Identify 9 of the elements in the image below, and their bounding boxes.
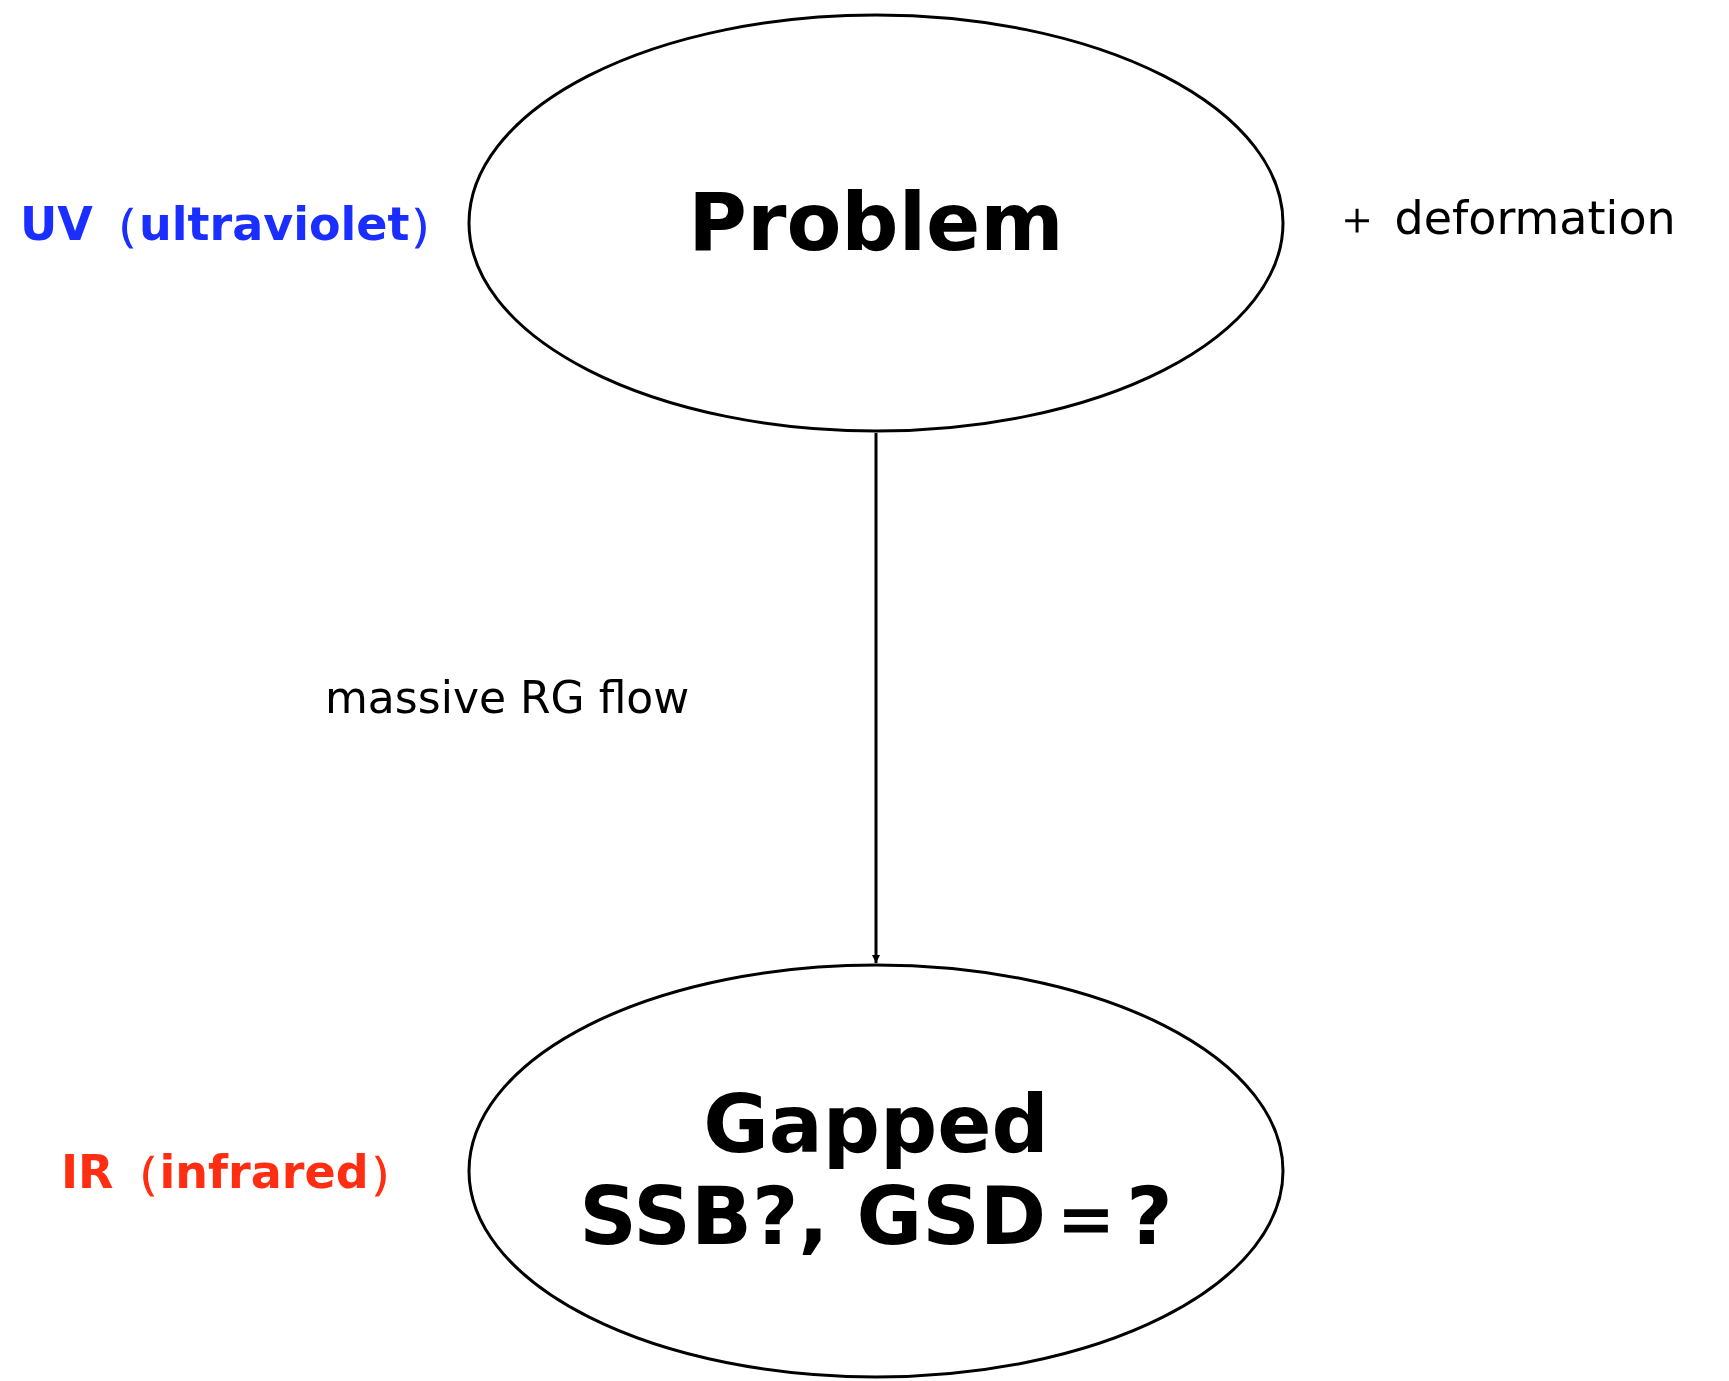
arrow xyxy=(872,433,880,963)
scale-label: IR（infrared） xyxy=(61,1144,415,1201)
ellipse-node xyxy=(467,13,1285,433)
node-annotation: ＋ deformation xyxy=(1334,190,1676,247)
node-title: SSB?, GSD＝? xyxy=(579,1171,1173,1263)
node-title: Gapped xyxy=(703,1079,1049,1171)
node-title: Problem xyxy=(688,177,1064,269)
scale-label: UV（ultraviolet） xyxy=(20,196,456,253)
ellipse-node xyxy=(467,963,1285,1379)
